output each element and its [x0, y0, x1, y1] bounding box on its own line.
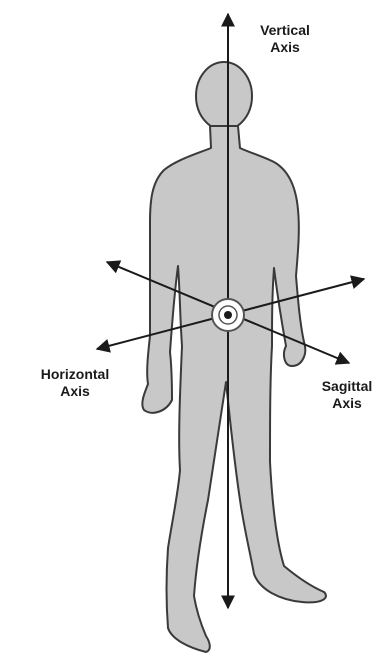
body-shape	[142, 126, 326, 652]
center-of-gravity-icon	[212, 299, 244, 331]
sagittal-axis-label: Sagittal Axis	[312, 378, 382, 412]
horizontal-axis-label-line2: Axis	[25, 383, 125, 400]
sagittal-axis-label-line2: Axis	[312, 395, 382, 412]
head-shape	[196, 62, 252, 130]
human-figure-icon	[142, 62, 326, 652]
sagittal-axis-label-line1: Sagittal	[312, 378, 382, 395]
horizontal-axis-label-line1: Horizontal	[25, 366, 125, 383]
vertical-axis-label-line1: Vertical	[240, 22, 330, 39]
vertical-axis-label: Vertical Axis	[240, 22, 330, 56]
vertical-axis-label-line2: Axis	[240, 39, 330, 56]
horizontal-axis-label: Horizontal Axis	[25, 366, 125, 400]
